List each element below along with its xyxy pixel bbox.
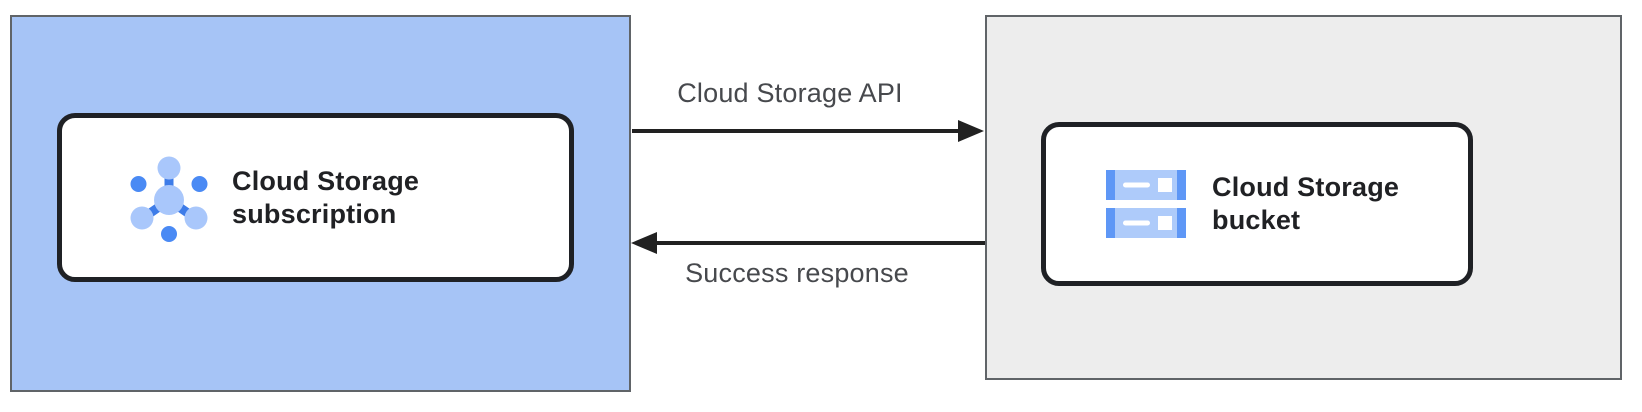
subscription-node-card: Cloud Storage subscription [57, 113, 574, 282]
bucket-node-label: Cloud Storage bucket [1212, 172, 1400, 235]
request-arrowhead-right-icon [958, 120, 984, 142]
subscription-node-label: Cloud Storage subscription [232, 165, 420, 229]
request-flow-label: Cloud Storage API [677, 78, 903, 108]
cloud-storage-icon [1106, 170, 1186, 238]
bucket-node-card: Cloud Storage bucket [1041, 122, 1473, 286]
response-flow-label: Success response [685, 258, 909, 288]
request-arrow-line [632, 129, 962, 133]
response-arrow-line [653, 241, 985, 245]
response-arrowhead-left-icon [631, 232, 657, 254]
pubsub-icon [130, 156, 208, 242]
